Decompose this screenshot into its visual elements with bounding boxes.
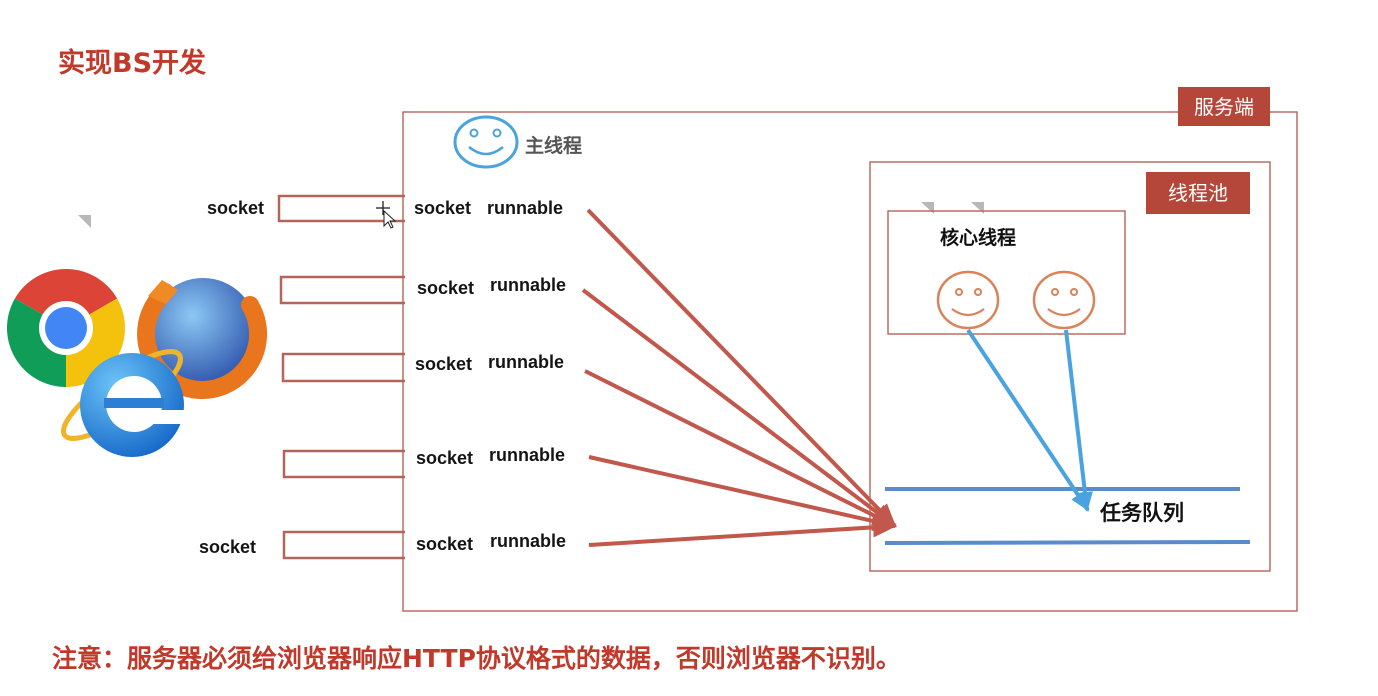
server-tag-background (1178, 87, 1270, 126)
server-tag-label: 服务端 (1194, 95, 1254, 119)
smiley-face (936, 270, 1000, 330)
move-cursor-icon (376, 201, 397, 229)
firefox-icon (137, 278, 268, 399)
chrome-blue-center (45, 307, 87, 349)
main-thread-smiley-icon (453, 115, 519, 169)
task-queue-bottom-line (884, 540, 1251, 545)
request-arrow (581, 288, 897, 528)
ie-icon (61, 349, 188, 457)
smiley-face (1032, 270, 1096, 330)
worker-smiley-icon (1032, 270, 1096, 330)
request-arrow (588, 517, 897, 547)
server-box (402, 111, 1298, 612)
smiley-mouth (1047, 308, 1081, 317)
corner-marker (921, 202, 934, 214)
server-tag: 服务端 (1178, 87, 1270, 126)
thread-pool-tag-background (1146, 172, 1250, 214)
smiley-eye (469, 128, 479, 138)
firefox-fox-body (137, 283, 268, 399)
corner-marker (78, 215, 91, 228)
firefox-globe (149, 278, 257, 386)
socket-runnable-row: socket runnable (416, 445, 565, 468)
thread-pool-tag-label: 线程池 (1168, 181, 1228, 205)
cursor-pointer (383, 209, 397, 229)
client-socket-label: socket (207, 198, 264, 218)
runnable-label: runnable (489, 445, 565, 465)
smiley-eye (974, 288, 982, 296)
smiley-eye (1070, 288, 1078, 296)
request-arrow (586, 208, 897, 528)
footer-note: 注意：服务器必须给浏览器响应HTTP协议格式的数据，否则浏览器不识别。 (52, 644, 901, 673)
smiley-eye (492, 128, 502, 138)
socket-runnable-row: socket runnable (417, 275, 566, 298)
server-socket-label: socket (416, 448, 473, 468)
server-socket-label: socket (416, 534, 473, 554)
ie-letter-opening (136, 410, 188, 424)
firefox-fox-head (148, 280, 178, 304)
runnable-label: runnable (488, 352, 564, 372)
socket-runnable-row: socket runnable (415, 352, 564, 374)
ie-letter-crossbar (104, 398, 164, 408)
socket-connection-bracket (282, 530, 405, 560)
smiley-face (453, 115, 519, 169)
client-socket-label: socket (199, 537, 256, 557)
chrome-red-segment (14, 268, 118, 328)
socket-runnable-row: socket runnable (414, 198, 563, 218)
smiley-eye (1051, 288, 1059, 296)
smiley-mouth (951, 308, 985, 317)
worker-fetch-arrow (966, 328, 1090, 512)
server-socket-label: socket (414, 198, 471, 218)
runnable-label: runnable (490, 275, 566, 295)
server-socket-label: socket (417, 278, 474, 298)
socket-connection-bracket (279, 275, 405, 305)
runnable-label: runnable (487, 198, 563, 218)
task-queue-label: 任务队列 (1099, 501, 1184, 525)
corner-marker (971, 202, 984, 214)
smiley-eye (955, 288, 963, 296)
page-title: 实现BS开发 (58, 47, 206, 79)
core-threads-box (887, 210, 1126, 335)
worker-smiley-icon (936, 270, 1000, 330)
request-arrow (584, 369, 897, 528)
smiley-mouth (468, 146, 504, 156)
main-thread-label: 主线程 (525, 134, 582, 157)
socket-connection-bracket (281, 352, 405, 383)
thread-pool-box (869, 161, 1271, 572)
worker-fetch-arrow (1064, 329, 1093, 512)
request-arrow (588, 455, 897, 531)
socket-connection-bracket (277, 194, 405, 223)
thread-pool-tag: 线程池 (1146, 172, 1250, 214)
server-socket-label: socket (415, 354, 472, 374)
socket-connection-bracket (282, 449, 405, 479)
socket-runnable-row: socket runnable (416, 531, 566, 554)
runnable-label: runnable (490, 531, 566, 551)
core-threads-label: 核心线程 (940, 226, 1016, 249)
